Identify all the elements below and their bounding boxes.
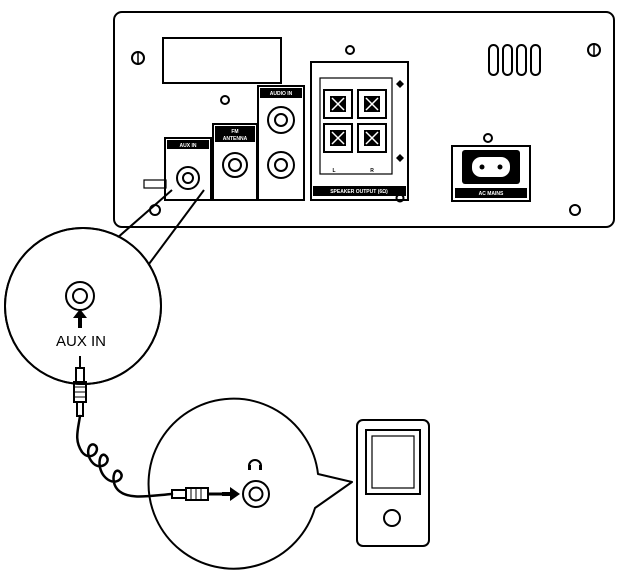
speaker-terminal [357, 123, 387, 153]
screw-icon [587, 43, 601, 57]
label-plate [162, 37, 282, 84]
portable-media-player [356, 419, 430, 547]
fm-antenna-block: FM ANTENNA [212, 123, 258, 201]
audio-cable [73, 356, 222, 501]
ac-mains-block: AC MAINS [451, 145, 531, 202]
speaker-left-label: L [332, 168, 335, 174]
audio-in-block: AUDIO IN [257, 85, 305, 201]
screw-icon [149, 204, 161, 216]
screw-icon [220, 95, 230, 105]
speaker-terminal [357, 89, 387, 119]
fm-antenna-jack [222, 152, 248, 178]
audio-plug-bottom [171, 487, 222, 501]
player-button [383, 509, 401, 527]
audio-in-label: AUDIO IN [270, 91, 293, 97]
aux-in-callout: AUX IN [4, 189, 205, 385]
headphone-icon [248, 459, 262, 470]
aux-in-callout-label: AUX IN [56, 333, 106, 350]
rear-panel: AUX IN FM ANTENNA AUDIO IN [113, 11, 615, 228]
audio-in-jack-left [267, 106, 295, 134]
aux-in-jack [176, 166, 200, 190]
speaker-output-label: SPEAKER OUTPUT (6Ω) [330, 189, 388, 195]
audio-in-jack-right [267, 151, 295, 179]
headphone-jack-callout [147, 397, 353, 570]
aux-in-port-label: AUX IN [180, 143, 197, 149]
headphone-jack [242, 480, 270, 508]
fm-antenna-label-line2: ANTENNA [223, 136, 248, 142]
fm-antenna-label-line1: FM [231, 129, 238, 135]
speaker-terminal [323, 123, 353, 153]
screw-icon [131, 51, 145, 65]
arrow-right-icon [222, 487, 240, 501]
screw-icon [345, 45, 355, 55]
screw-icon [483, 133, 493, 143]
speaker-right-label: R [370, 168, 374, 174]
screw-icon [569, 204, 581, 216]
speaker-output-block: L R SPEAKER OUTPUT (6Ω) [310, 61, 409, 201]
player-screen [365, 429, 421, 495]
ventilation-slots [488, 44, 541, 76]
arrow-up-icon [73, 309, 87, 328]
aux-in-port-block: AUX IN [164, 137, 212, 201]
audio-plug-top [73, 356, 87, 417]
speaker-terminal [323, 89, 353, 119]
ac-mains-label: AC MAINS [479, 191, 504, 197]
